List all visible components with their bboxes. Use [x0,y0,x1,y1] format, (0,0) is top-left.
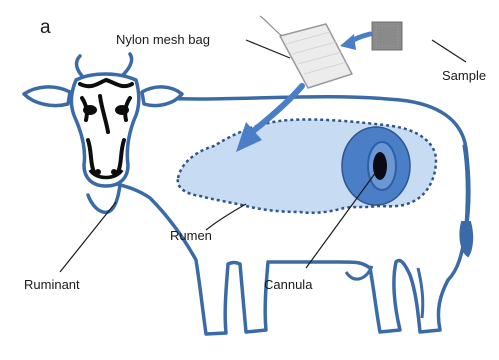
cow-eye-right [115,105,129,115]
cow-horn-right [122,54,132,76]
nylon-mesh-bag-string [260,16,282,36]
arrow-sample-to-bag-head [340,34,356,50]
leader-line-sample [432,40,466,62]
label-rumen: Rumen [170,229,212,242]
cow-nostril-left [95,169,101,175]
label-nylon-mesh-bag: Nylon mesh bag [116,33,210,46]
label-ruminant: Ruminant [24,278,80,291]
cow-ear-right [142,87,182,106]
nylon-mesh-bag [280,24,352,88]
cannula-opening [373,152,387,180]
panel-letter: a [40,18,51,37]
cow-neck-outline [88,185,120,212]
cow-nostril-right [111,169,117,175]
leader-line-rumen [206,204,246,230]
leader-line-ruminant [60,202,116,272]
cow-horn-left [77,56,84,78]
cow-eye-left [83,105,97,115]
cow-tail [464,146,467,225]
cow-ear-left [24,87,70,106]
label-sample: Sample [442,69,486,82]
label-cannula: Cannula [264,278,312,291]
cow-face-outline [72,74,139,186]
